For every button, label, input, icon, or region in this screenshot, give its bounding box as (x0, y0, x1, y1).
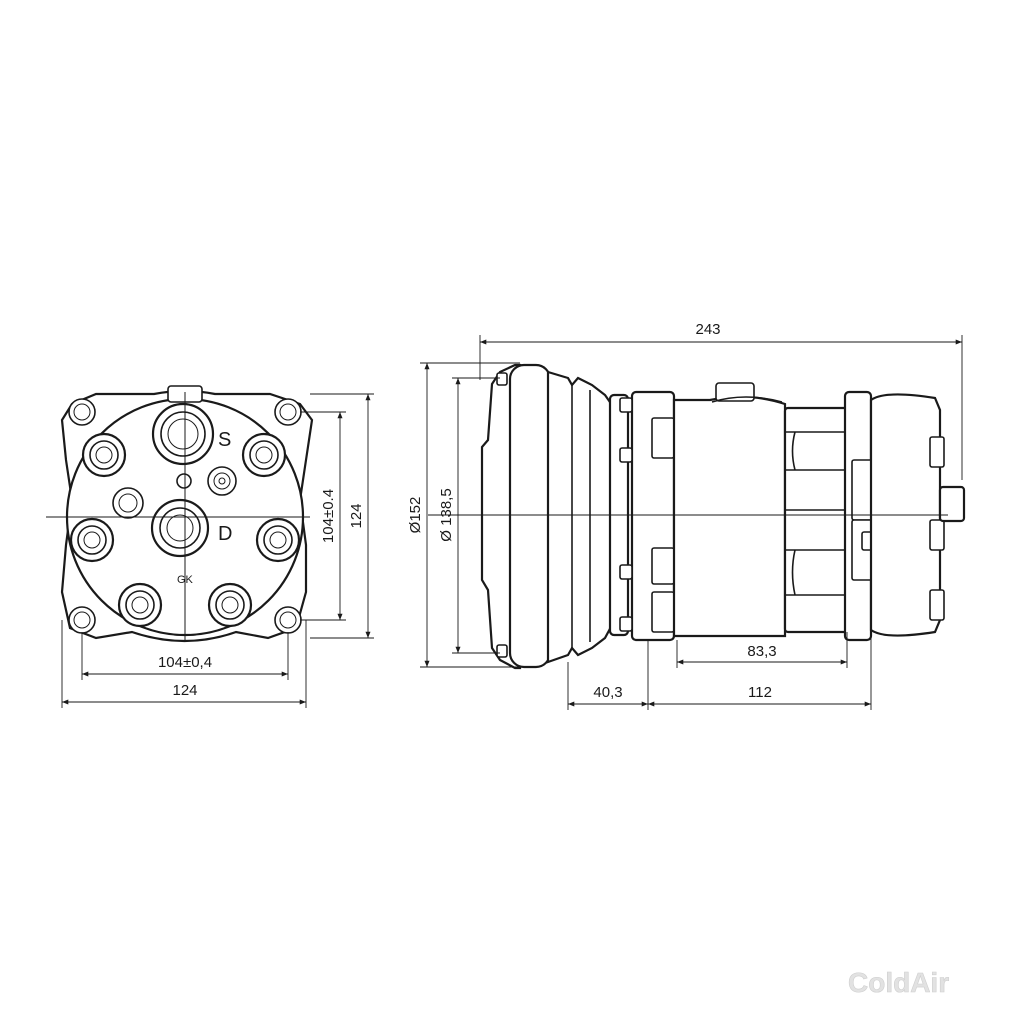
watermark-logo: ColdAir (848, 967, 949, 998)
housing-bolts (69, 432, 301, 628)
left-fitting (112, 487, 144, 519)
suction-label: S (218, 429, 231, 451)
svg-text:112: 112 (748, 684, 772, 701)
center-screw (176, 473, 192, 489)
service-valve (207, 466, 237, 496)
discharge-port (150, 498, 210, 558)
dim-clutch-offset: 40,3 (567, 640, 649, 710)
rear-section (783, 406, 849, 634)
side-view: 243 Ø152 Ø 138,5 83,3 40,3 (407, 321, 966, 710)
front-view: S D GK 104±0,4 124 104±0.4 1 (46, 385, 374, 708)
dim-width: 124 (61, 620, 307, 708)
svg-text:Ø 138,5: Ø 138,5 (438, 488, 455, 541)
svg-text:124: 124 (348, 503, 365, 528)
suction-port (151, 402, 215, 466)
corner-mounting-holes (68, 398, 302, 634)
gk-mark: GK (177, 574, 194, 586)
svg-text:Ø152: Ø152 (407, 497, 424, 534)
svg-text:40,3: 40,3 (593, 684, 622, 701)
pulley-body (508, 363, 552, 669)
svg-text:104±0.4: 104±0.4 (320, 489, 337, 543)
dim-bolt-spacing-horizontal: 104±0,4 (81, 632, 289, 680)
compressor-body (672, 395, 787, 638)
dim-mount-length: 112 (648, 636, 872, 710)
dim-overall-length: 243 (479, 321, 963, 480)
dim-body-length: 83,3 (676, 632, 848, 668)
dim-pulley-inner-diameter: Ø 138,5 (438, 377, 500, 654)
discharge-label: D (218, 523, 232, 545)
svg-text:104±0,4: 104±0,4 (158, 654, 212, 671)
pulley-bolts (496, 372, 508, 658)
svg-text:243: 243 (695, 321, 720, 338)
dim-bolt-spacing-vertical: 104±0.4 (300, 411, 346, 621)
svg-text:83,3: 83,3 (747, 643, 776, 660)
dim-pulley-diameter: Ø152 (407, 362, 520, 668)
dim-height: 124 (310, 393, 374, 639)
pulley-groove (546, 370, 614, 664)
rear-fitting (938, 485, 966, 523)
svg-text:124: 124 (172, 682, 197, 699)
